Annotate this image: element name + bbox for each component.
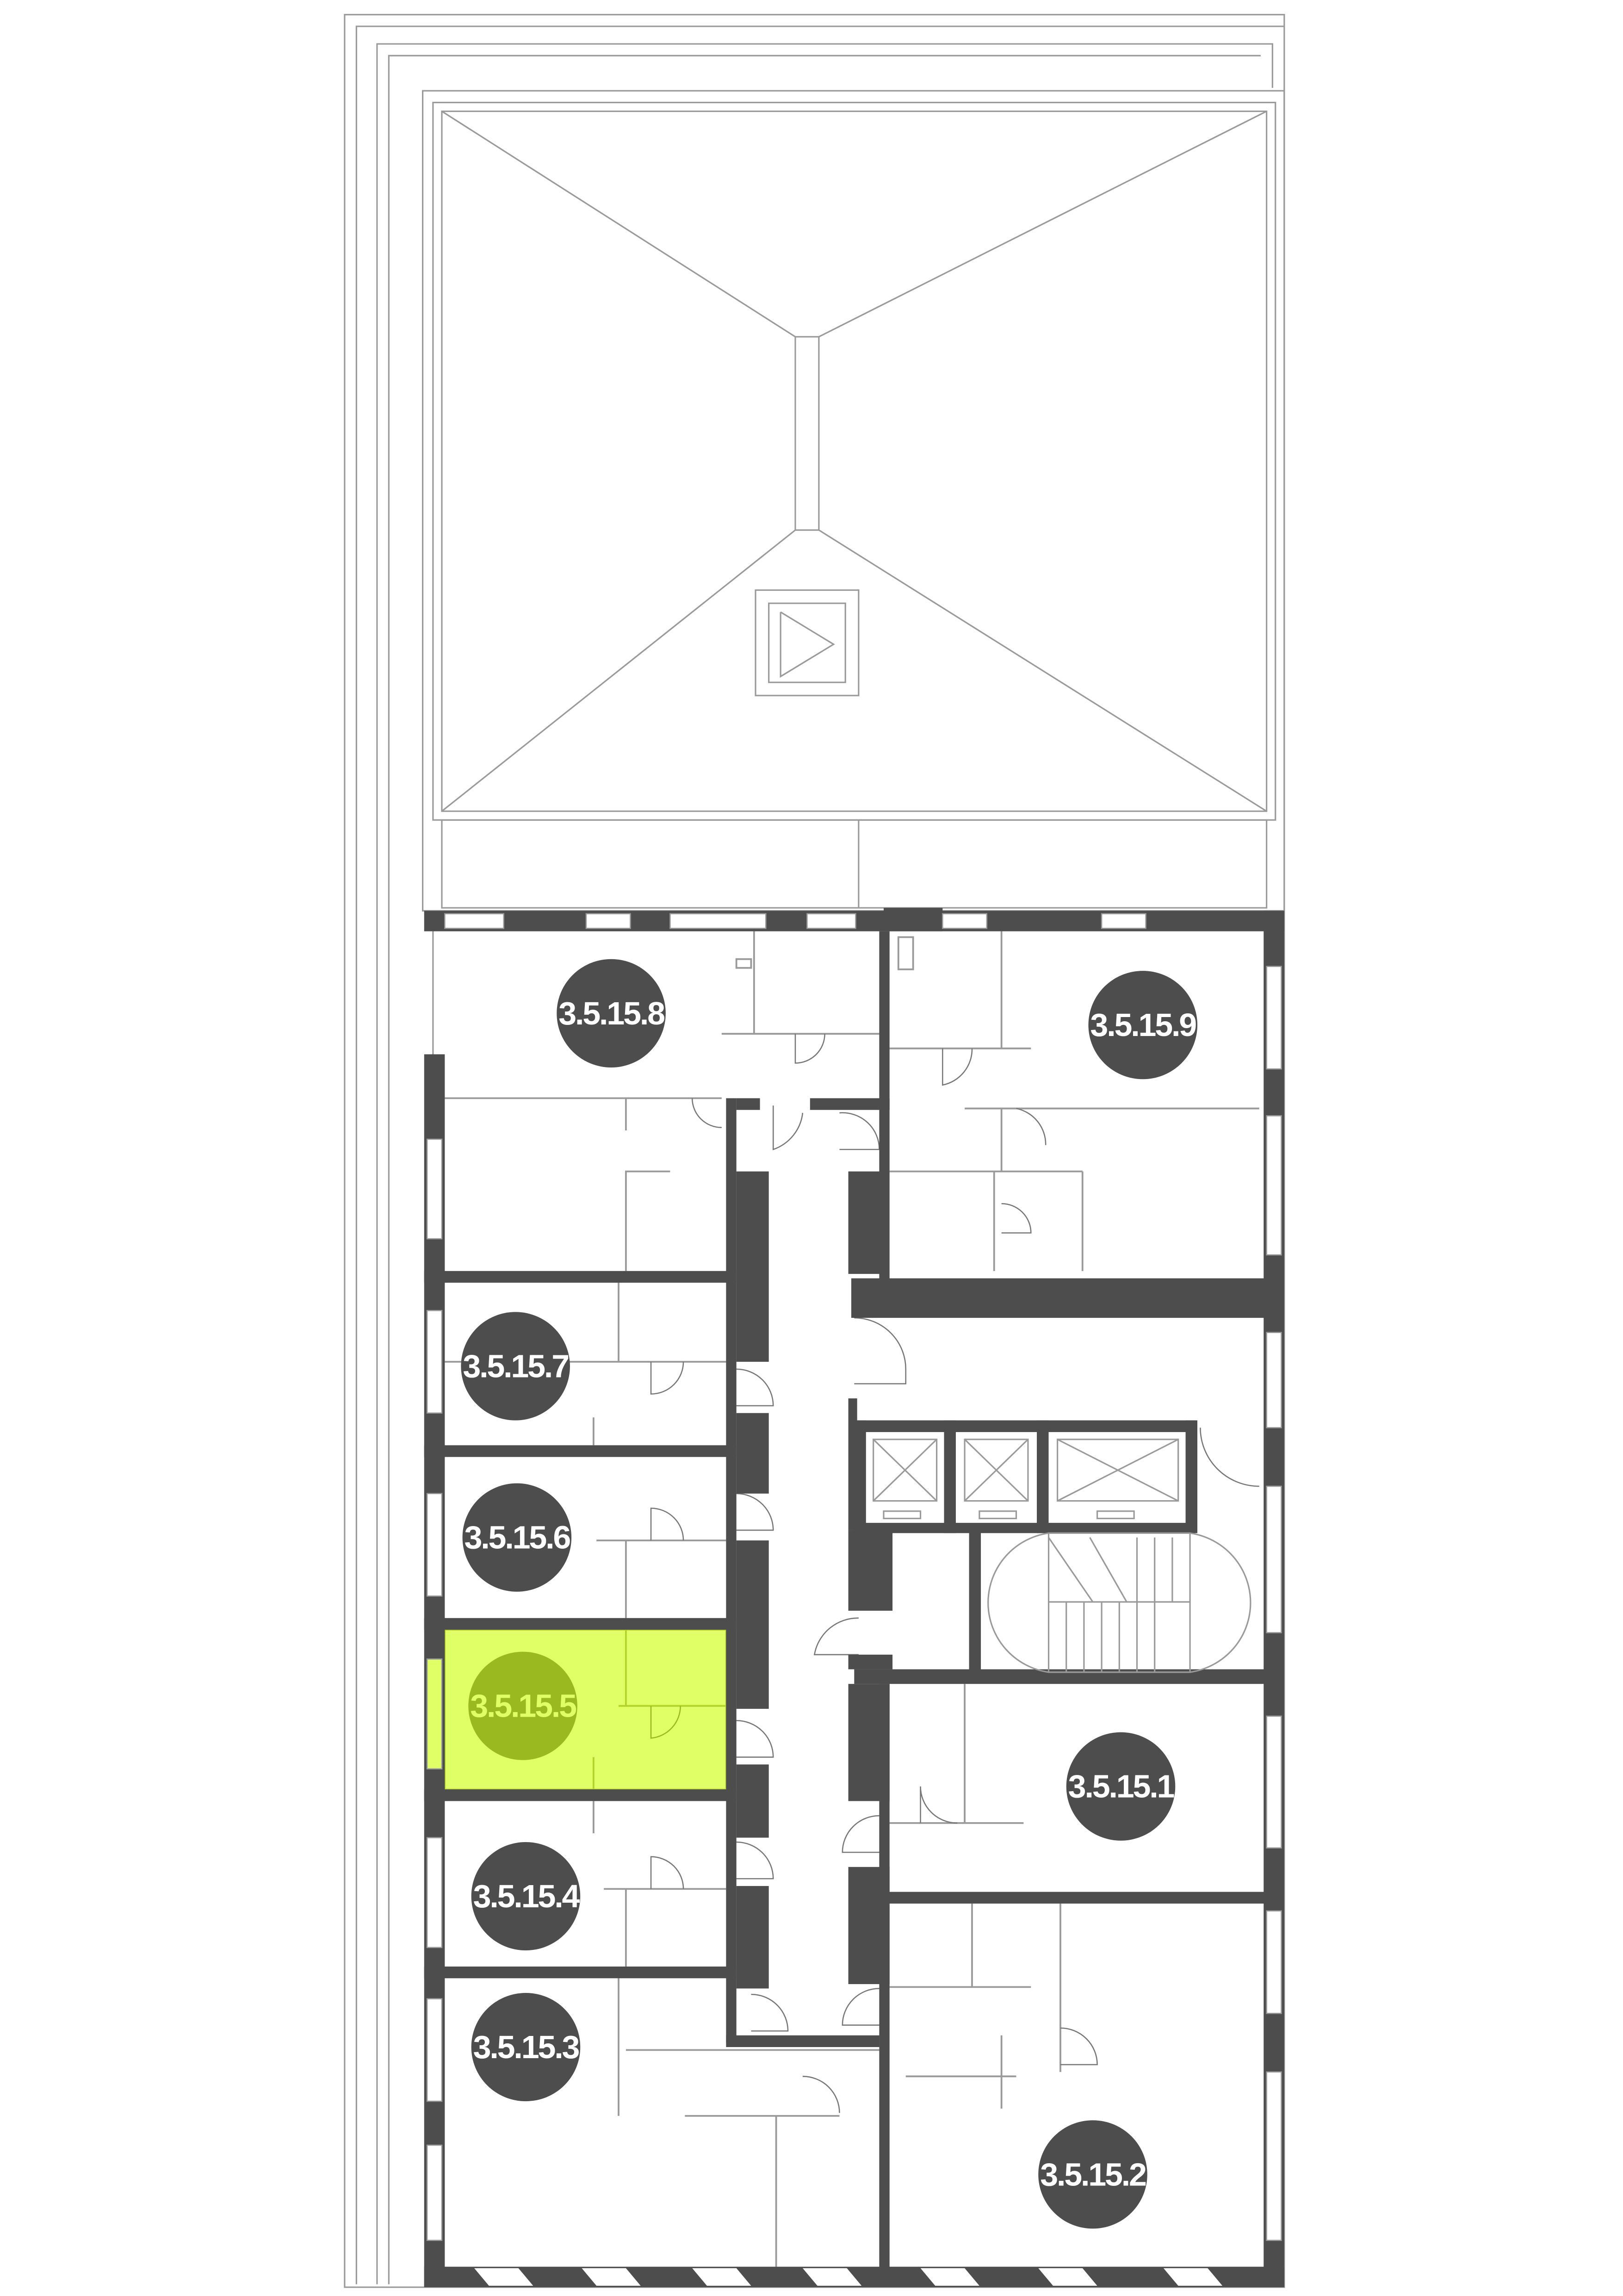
unit-badge-3.5.15.3[interactable]: 3.5.15.3 [471, 1992, 581, 2102]
unit-label: 3.5.15.6 [465, 1520, 570, 1556]
unit-label: 3.5.15.2 [1040, 2156, 1146, 2192]
unit-label: 3.5.15.7 [463, 1348, 568, 1384]
unit-label: 3.5.15.9 [1090, 1007, 1196, 1043]
unit-label: 3.5.15.3 [473, 2029, 579, 2065]
roof-hip-lines [441, 111, 1267, 812]
roof-terrace [344, 14, 1285, 2288]
unit-label: 3.5.15.1 [1068, 1769, 1174, 1805]
unit-badge-3.5.15.8[interactable]: 3.5.15.8 [557, 959, 666, 1067]
unit-label: 3.5.15.5 [470, 1688, 576, 1724]
unit-badge-3.5.15.1[interactable]: 3.5.15.1 [1066, 1732, 1176, 1841]
unit-label: 3.5.15.8 [558, 995, 664, 1031]
unit-badge-3.5.15.4[interactable]: 3.5.15.4 [471, 1842, 582, 1951]
unit-badge-3.5.15.2[interactable]: 3.5.15.2 [1038, 2120, 1147, 2229]
elevators [873, 1439, 1179, 1520]
unit-badge-3.5.15.7[interactable]: 3.5.15.7 [461, 1312, 570, 1421]
windows [426, 913, 1282, 2241]
unit-badge-3.5.15.5[interactable]: 3.5.15.5 [468, 1651, 577, 1760]
bottom-windows [474, 2268, 1223, 2286]
unit-badge-3.5.15.6[interactable]: 3.5.15.6 [462, 1483, 572, 1592]
door-swings [650, 1034, 1259, 2113]
unit-badge-3.5.15.9[interactable]: 3.5.15.9 [1088, 971, 1198, 1080]
unit-label: 3.5.15.4 [473, 1878, 580, 1914]
staircase [987, 1532, 1251, 1673]
